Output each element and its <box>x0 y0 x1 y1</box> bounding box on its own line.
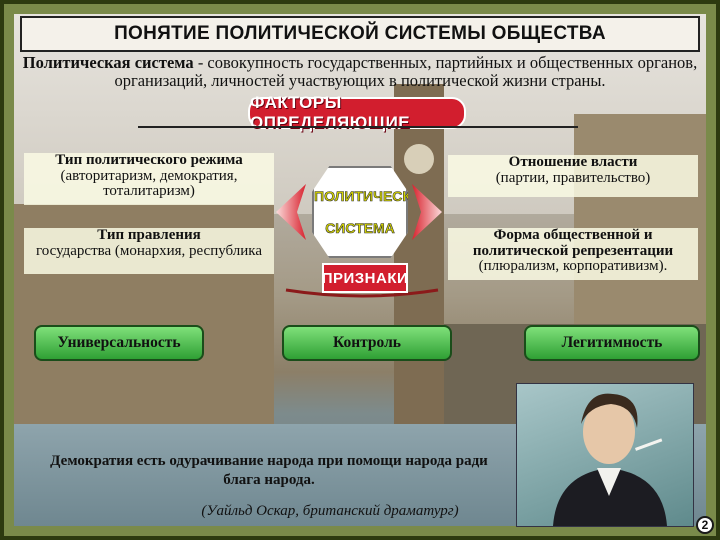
page-number: 2 <box>696 516 714 534</box>
factors-banner: ФАКТОРЫ ОПРЕДЕЛЯЮЩИЕ <box>248 93 466 132</box>
definition-term: Политическая система <box>22 53 194 72</box>
factor-head: Тип правления <box>97 227 201 243</box>
factor-government-type: Тип правления государства (монархия, рес… <box>24 227 274 274</box>
factor-body: (авторитаризм, демократия, тоталитаризм) <box>60 167 238 199</box>
quote-text: Демократия есть одурачивание народа при … <box>50 453 488 488</box>
factor-head: Отношение власти <box>508 154 638 170</box>
definition-text: Политическая система - совокупность госу… <box>20 54 700 90</box>
page-title: ПОНЯТИЕ ПОЛИТИЧЕСКОЙ СИСТЕМЫ ОБЩЕСТВА <box>20 16 700 52</box>
center-panel-line1: ПОЛИТИЧЕСКАЯ <box>314 188 432 205</box>
political-system-panel: ПОЛИТИЧЕСКАЯ СИСТЕМА <box>312 166 408 258</box>
factor-regime-type: Тип политического режима (авторитаризм, … <box>24 152 274 205</box>
definition-body: - совокупность государственных, партийны… <box>114 53 698 90</box>
signs-banner: ПРИЗНАКИ <box>322 263 408 293</box>
sign-control: Контроль <box>282 325 452 361</box>
divider-line <box>138 126 578 128</box>
factor-head: Форма общественной и политической репрез… <box>472 227 674 259</box>
clock-face <box>404 144 434 174</box>
sign-universality: Универсальность <box>34 325 204 361</box>
quote-author: (Уайльд Оскар, британский драматург) <box>201 503 459 519</box>
factor-head: Тип политического режима <box>55 152 243 168</box>
sign-legitimacy: Легитимность <box>524 325 700 361</box>
author-portrait <box>516 383 694 527</box>
factor-body: (плюрализм, корпоративизм). <box>478 258 668 274</box>
signs-curve <box>285 288 439 298</box>
factor-power-relation: Отношение власти (партии, правительство) <box>448 154 698 197</box>
center-panel-line2: СИСТЕМА <box>325 220 395 237</box>
factor-body: (партии, правительство) <box>495 169 651 186</box>
clock-tower <box>394 84 444 424</box>
factor-representation-form: Форма общественной и политической репрез… <box>448 227 698 280</box>
factor-body: государства (монархия, республика <box>35 242 263 259</box>
